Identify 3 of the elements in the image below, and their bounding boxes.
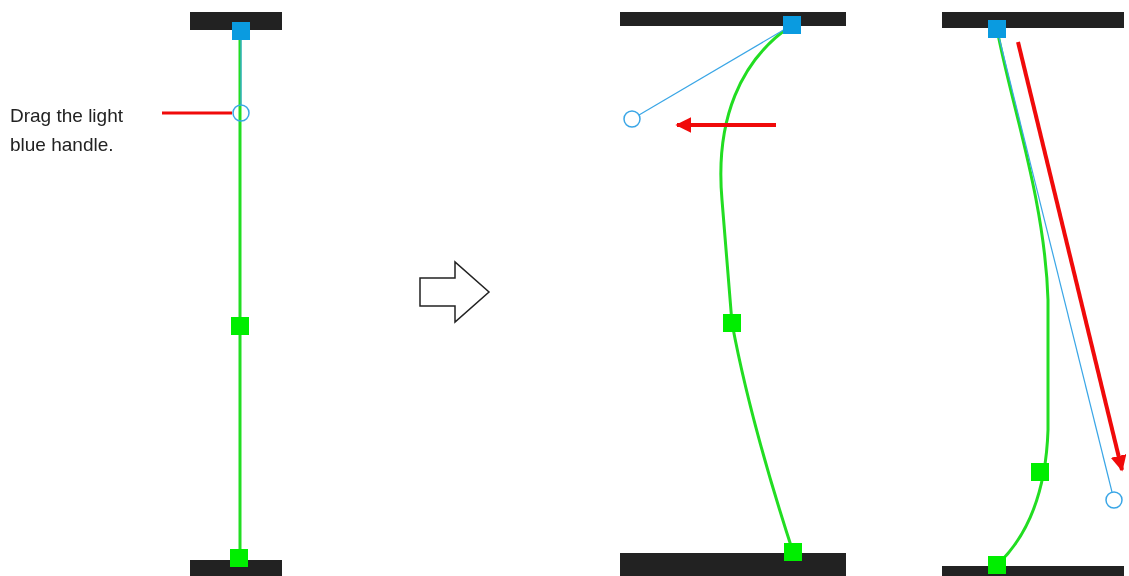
instruction-text: Drag the light blue handle. [10,101,160,159]
leader-line [162,111,232,115]
handle-circle [232,104,250,122]
